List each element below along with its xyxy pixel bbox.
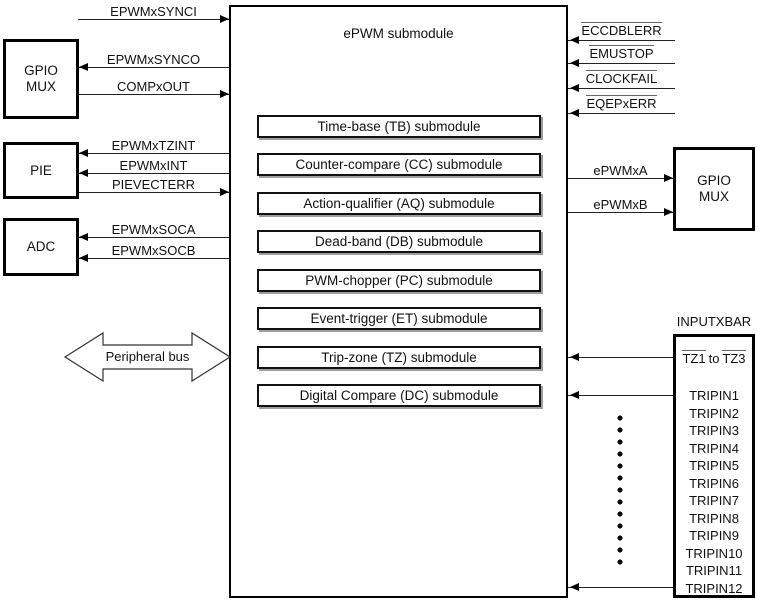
adc-block: ADC: [3, 218, 79, 276]
tripin-label: TRIPIN9: [689, 528, 739, 543]
epwmxsocb-arrowhead-icon: [79, 254, 88, 262]
eccdblerr-arrowhead-icon: [570, 36, 579, 44]
epwmxsynco-arrowhead-icon: [79, 63, 88, 71]
ellipsis-dots-icon: [617, 412, 623, 568]
inputxbar-title: INPUTXBAR: [676, 314, 752, 329]
tripin-label: TRIPIN10: [685, 545, 743, 561]
tripin-label: TRIPIN2: [689, 405, 739, 421]
epwmxint-line: [79, 173, 229, 174]
eccdblerr-text: ECCDBLERR: [581, 22, 662, 38]
gpio-mux-right-block: GPIO MUX: [673, 147, 755, 231]
submodule-label: Digital Compare (DC) submodule: [299, 388, 499, 403]
submodule-dead-band: Dead-band (DB) submodule: [257, 230, 541, 253]
eccdblerr-label: ECCDBLERR: [568, 22, 675, 38]
submodule-pwm-chopper: PWM-chopper (PC) submodule: [257, 269, 541, 292]
submodule-label: Time-base (TB) submodule: [317, 119, 481, 134]
tripin1-line: [568, 395, 673, 396]
epwmxsoca-line: [79, 237, 229, 238]
epwmxtzint-arrowhead-icon: [79, 149, 88, 157]
pie-block: PIE: [3, 142, 79, 199]
epwmxsoca-label: EPWMxSOCA: [111, 222, 196, 237]
clockfail-arrowhead-icon: [570, 84, 579, 92]
tripin-label: TRIPIN5: [689, 458, 739, 473]
tripin1-arrowhead-icon: [570, 391, 579, 399]
compxout-line: [79, 94, 229, 95]
epwmxsynci-arrowhead-icon: [220, 15, 229, 23]
tripin12-arrowhead-icon: [570, 583, 579, 591]
submodule-label: Action-qualifier (AQ) submodule: [303, 196, 495, 211]
compxout-arrowhead-icon: [220, 90, 229, 98]
tz-arrowhead-icon: [570, 353, 579, 361]
clockfail-label: CLOCKFAIL: [568, 70, 675, 86]
tripin-label: TRIPIN6: [689, 475, 739, 491]
submodule-time-base: Time-base (TB) submodule: [257, 115, 541, 138]
epwm-submodule-title: ePWM submodule: [343, 26, 454, 41]
emustop-text: EMUSTOP: [589, 45, 654, 61]
tripin12-line: [568, 587, 673, 588]
eqepxerr-label: EQEPxERR: [568, 95, 675, 111]
epwmxsoca-arrowhead-icon: [79, 233, 88, 241]
pievecterr-line: [79, 192, 229, 193]
tripin-label: TRIPIN7: [689, 493, 739, 508]
submodule-label: Trip-zone (TZ) submodule: [321, 350, 477, 365]
epwmxtzint-line: [79, 153, 229, 154]
epwmxint-label: EPWMxINT: [119, 158, 188, 173]
epwmxb-label: ePWMxB: [593, 197, 648, 212]
tripin-list: TRIPIN1 TRIPIN2 TRIPIN3 TRIPIN4 TRIPIN5 …: [676, 387, 752, 597]
epwmxsocb-line: [79, 258, 229, 259]
epwmxsynco-line: [79, 67, 229, 68]
eqepxerr-line: [568, 113, 675, 114]
tz-to-text: TZ3: [722, 350, 746, 366]
clockfail-line: [568, 88, 675, 89]
gpio-mux-left-block: GPIO MUX: [3, 39, 79, 119]
peripheral-bus-arrow-icon: [63, 331, 232, 383]
submodule-label: Counter-compare (CC) submodule: [295, 157, 503, 172]
tz-line: [568, 357, 673, 358]
epwmxb-line: [568, 212, 673, 213]
submodule-digital-compare: Digital Compare (DC) submodule: [257, 384, 541, 407]
eqepxerr-text: EQEPxERR: [586, 95, 657, 111]
emustop-arrowhead-icon: [570, 59, 579, 67]
tripin-label: TRIPIN8: [689, 510, 739, 526]
eccdblerr-line: [568, 40, 675, 41]
tripin-label: TRIPIN12: [685, 580, 743, 596]
epwmxsynci-label: EPWMxSYNCI: [110, 4, 197, 19]
epwmxsynco-label: EPWMxSYNCO: [106, 52, 201, 67]
inputxbar-block: [673, 334, 755, 598]
eqepxerr-arrowhead-icon: [570, 109, 579, 117]
epwmxa-arrowhead-icon: [664, 174, 673, 182]
peripheral-bus-label: Peripheral bus: [105, 349, 190, 364]
submodule-counter-compare: Counter-compare (CC) submodule: [257, 153, 541, 176]
tripin-label: TRIPIN11: [685, 563, 743, 578]
clockfail-text: CLOCKFAIL: [585, 70, 658, 86]
submodule-label: Event-trigger (ET) submodule: [310, 311, 488, 326]
emustop-line: [568, 63, 675, 64]
epwmxint-arrowhead-icon: [79, 169, 88, 177]
submodule-label: PWM-chopper (PC) submodule: [305, 273, 493, 288]
epwm-submodule-block: [229, 5, 568, 598]
epwmxtzint-label: EPWMxTZINT: [111, 138, 196, 153]
submodule-event-trigger: Event-trigger (ET) submodule: [257, 307, 541, 330]
tz-connector-text: to: [708, 351, 720, 366]
submodule-label: Dead-band (DB) submodule: [314, 234, 484, 249]
epwmxa-label: ePWMxA: [593, 163, 648, 178]
submodule-action-qualifier: Action-qualifier (AQ) submodule: [257, 192, 541, 215]
tripin-label: TRIPIN3: [689, 423, 739, 438]
tz-from-text: TZ1: [682, 350, 706, 366]
epwmxsynci-line: [78, 19, 229, 20]
epwmxb-arrowhead-icon: [664, 208, 673, 216]
pievecterr-label: PIEVECTERR: [111, 177, 196, 192]
epwmxa-line: [568, 178, 673, 179]
compxout-label: COMPxOUT: [117, 79, 190, 94]
pievecterr-arrowhead-icon: [220, 188, 229, 196]
submodule-trip-zone: Trip-zone (TZ) submodule: [257, 346, 541, 369]
tripin-label: TRIPIN1: [689, 388, 739, 403]
emustop-label: EMUSTOP: [568, 45, 675, 61]
tripin-label: TRIPIN4: [689, 440, 739, 456]
epwmxsocb-label: EPWMxSOCB: [111, 243, 196, 258]
